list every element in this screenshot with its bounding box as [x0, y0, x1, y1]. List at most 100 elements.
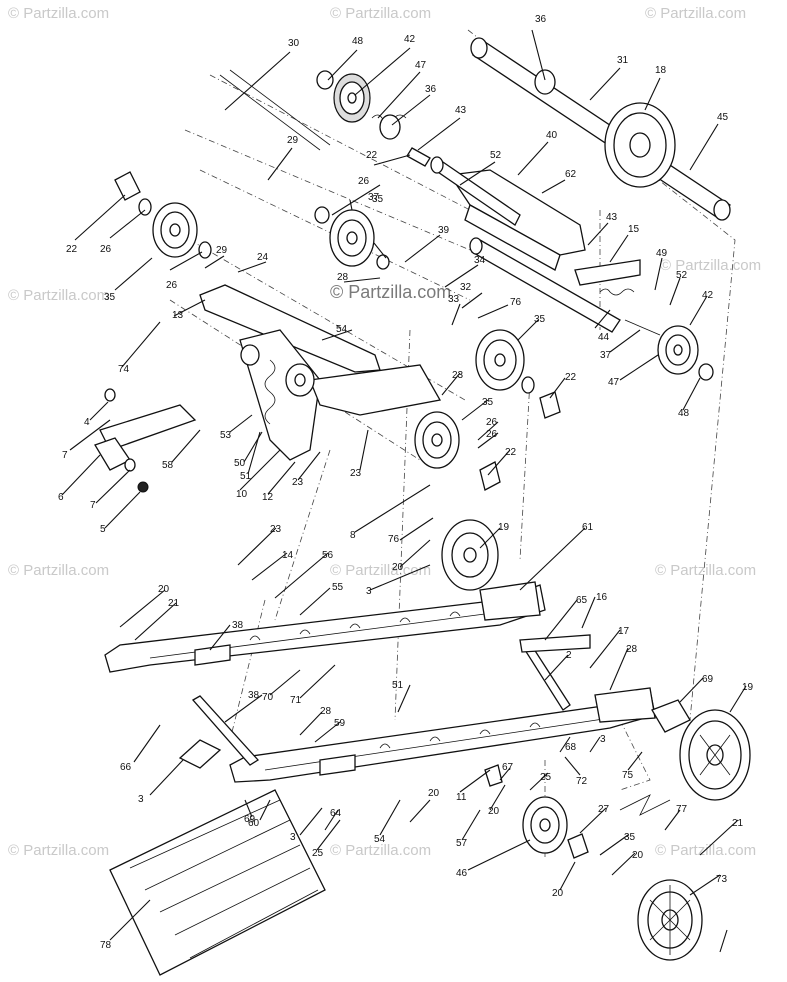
watermark: © Partzilla.com: [8, 842, 109, 859]
callout-label: 22: [505, 447, 517, 458]
watermark: © Partzilla.com: [8, 287, 109, 304]
callout-label: 35: [482, 397, 494, 408]
callout-label: 24: [257, 252, 269, 263]
callout-label: 20: [392, 562, 404, 573]
callout-label: 76: [388, 534, 400, 545]
callout-label: 16: [596, 592, 608, 603]
callout-label: 26: [486, 417, 498, 428]
left-upper-wheels: [114, 171, 212, 259]
center-upper-wheels: [314, 206, 390, 270]
wheel-cover: [637, 879, 703, 961]
callout-label: 21: [168, 598, 180, 609]
callout-label: 68: [565, 742, 577, 753]
callout-label: 33: [448, 294, 460, 305]
callout-label: 19: [742, 682, 754, 693]
callout-label: 17: [618, 626, 630, 637]
callout-label: 52: [490, 150, 502, 161]
callout-label: 6: [58, 492, 64, 503]
callout-label: 54: [374, 834, 386, 845]
callout-label: 43: [606, 212, 618, 223]
callout-label: 15: [628, 224, 640, 235]
callout-label: 55: [332, 582, 344, 593]
callout-label: 28: [337, 272, 349, 283]
callout-label: 43: [455, 105, 467, 116]
callout-label: 36: [535, 14, 547, 25]
callout-label: 72: [576, 776, 588, 787]
callout-label: 46: [456, 868, 468, 879]
callout-label: 7: [90, 500, 96, 511]
callout-label: 3: [366, 586, 372, 597]
callout-label: 66: [120, 762, 132, 773]
callout-label: 36: [425, 84, 437, 95]
callout-label: 14: [282, 550, 294, 561]
watermark: © Partzilla.com: [8, 562, 109, 579]
callout-label: 26: [486, 429, 498, 440]
callout-label: 7: [62, 450, 68, 461]
callout-label: 48: [678, 408, 690, 419]
callout-label: 29: [216, 245, 228, 256]
callout-label: 61: [582, 522, 594, 533]
callout-label: 29: [287, 135, 299, 146]
watermark: © Partzilla.com: [645, 5, 746, 22]
callout-label: 10: [236, 489, 248, 500]
callout-label: 70: [262, 692, 274, 703]
callout-label: 20: [158, 584, 170, 595]
watermark: © Partzilla.com: [330, 5, 431, 22]
callout-label: 3: [138, 794, 144, 805]
callout-label: 49: [656, 248, 668, 259]
callout-label: 30: [288, 38, 300, 49]
callout-label: 51: [392, 680, 404, 691]
callout-label: 22: [565, 372, 577, 383]
callout-label: 42: [404, 34, 416, 45]
callout-label: 12: [262, 492, 274, 503]
callout-label: 31: [617, 55, 629, 66]
rear-axle-assembly: [470, 37, 731, 221]
callout-label: 65: [576, 595, 588, 606]
callout-label: 48: [352, 36, 364, 47]
callout-label: 77: [676, 804, 688, 815]
callout-label: 25: [312, 848, 324, 859]
callout-label: 37: [368, 192, 380, 203]
callout-label: 69: [244, 814, 256, 825]
watermark: © Partzilla.com: [655, 562, 756, 579]
callout-label: 22: [366, 150, 378, 161]
callout-label: 51: [240, 471, 252, 482]
callout-label: 45: [717, 112, 729, 123]
callout-label: 52: [676, 270, 688, 281]
callout-label: 42: [702, 290, 714, 301]
callout-label: 78: [100, 940, 112, 951]
callout-label: 28: [626, 644, 638, 655]
upper-idler-group: [219, 69, 431, 167]
callout-label: 62: [565, 169, 577, 180]
callout-label: 8: [350, 530, 356, 541]
callout-label: 35: [104, 292, 116, 303]
callout-label: 22: [66, 244, 78, 255]
callout-label: 13: [172, 310, 184, 321]
callout-label: 38: [248, 690, 260, 701]
watermark: © Partzilla.com: [330, 842, 431, 859]
callout-label: 26: [358, 176, 370, 187]
callout-label: 40: [546, 130, 558, 141]
callout-label: 37: [600, 350, 612, 361]
callout-label: 74: [118, 364, 130, 375]
middle-wheels: [414, 329, 561, 491]
callout-label: 44: [598, 332, 610, 343]
callout-label: 21: [732, 818, 744, 829]
callout-label: 11: [456, 792, 467, 803]
upper-rail: [104, 581, 546, 673]
callout-label: 25: [540, 772, 552, 783]
callout-label: 19: [498, 522, 510, 533]
lower-small-wheel: [484, 764, 589, 859]
cover-plate: [178, 739, 222, 769]
callout-label: 26: [100, 244, 112, 255]
callout-label: 23: [350, 468, 362, 479]
shock-link: [94, 388, 197, 493]
front-arm-assembly: [199, 284, 442, 461]
lower-center-wheel: [441, 519, 499, 591]
callout-label: 47: [415, 60, 427, 71]
watermark: © Partzilla.com: [8, 5, 109, 22]
callout-label: 39: [438, 225, 450, 236]
callout-label: 73: [716, 874, 728, 885]
callout-label: 56: [322, 550, 334, 561]
